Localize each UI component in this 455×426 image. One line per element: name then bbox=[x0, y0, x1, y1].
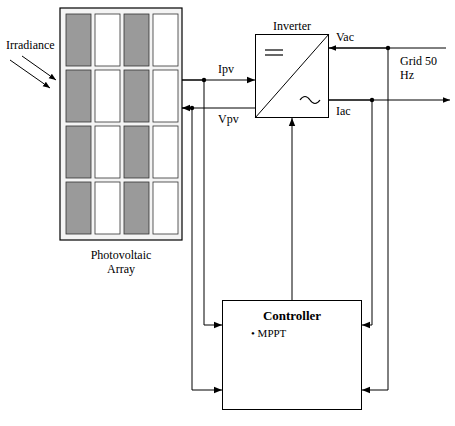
pv-cell bbox=[153, 182, 178, 234]
pv-cell bbox=[124, 14, 149, 66]
signal-label: Vac bbox=[336, 30, 354, 44]
controller-title: Controller bbox=[233, 309, 351, 323]
node-title: Inverter bbox=[273, 19, 311, 33]
pv-cell bbox=[95, 14, 120, 66]
pv-cell bbox=[66, 182, 91, 234]
grid-label: Grid 50 Hz bbox=[400, 54, 440, 82]
signal-connector bbox=[292, 118, 293, 300]
node-title: Photovoltaic Array bbox=[81, 248, 161, 276]
inverter-diagonal bbox=[255, 34, 329, 118]
pv-cell bbox=[153, 70, 178, 122]
pv-cell bbox=[95, 182, 120, 234]
bullet-item: • MPPT bbox=[233, 326, 351, 340]
signal-label: Vpv bbox=[218, 112, 239, 126]
dc-symbol bbox=[265, 49, 283, 50]
dc-symbol bbox=[265, 54, 283, 55]
node-outline bbox=[255, 34, 329, 118]
pv-cell bbox=[66, 14, 91, 66]
pv-cell bbox=[124, 70, 149, 122]
irradiance-label: Irradiance bbox=[6, 38, 55, 52]
signal-label: Iac bbox=[336, 104, 351, 118]
pv-array: Photovoltaic Array bbox=[60, 8, 182, 240]
pv-cell bbox=[66, 70, 91, 122]
signal-connector bbox=[182, 108, 222, 390]
signal-label: Ipv bbox=[218, 62, 234, 76]
pv-cell bbox=[124, 182, 149, 234]
pv-cell bbox=[66, 126, 91, 178]
pv-cell bbox=[95, 126, 120, 178]
pv-cell bbox=[153, 14, 178, 66]
controller-box: Controller • MPPT bbox=[222, 300, 362, 410]
ac-symbol bbox=[300, 97, 320, 104]
irradiance-arrow bbox=[10, 60, 50, 88]
signal-connector bbox=[182, 108, 255, 109]
pv-cell bbox=[95, 70, 120, 122]
irradiance-arrow bbox=[22, 56, 56, 80]
pv-cell bbox=[153, 126, 178, 178]
inverter-box: Inverter bbox=[255, 14, 329, 118]
node-outline bbox=[60, 8, 182, 240]
pv-panel bbox=[60, 8, 182, 240]
signal-connector bbox=[329, 100, 372, 325]
pv-cells bbox=[66, 14, 178, 234]
signal-connector bbox=[182, 80, 222, 325]
pv-cell bbox=[124, 126, 149, 178]
